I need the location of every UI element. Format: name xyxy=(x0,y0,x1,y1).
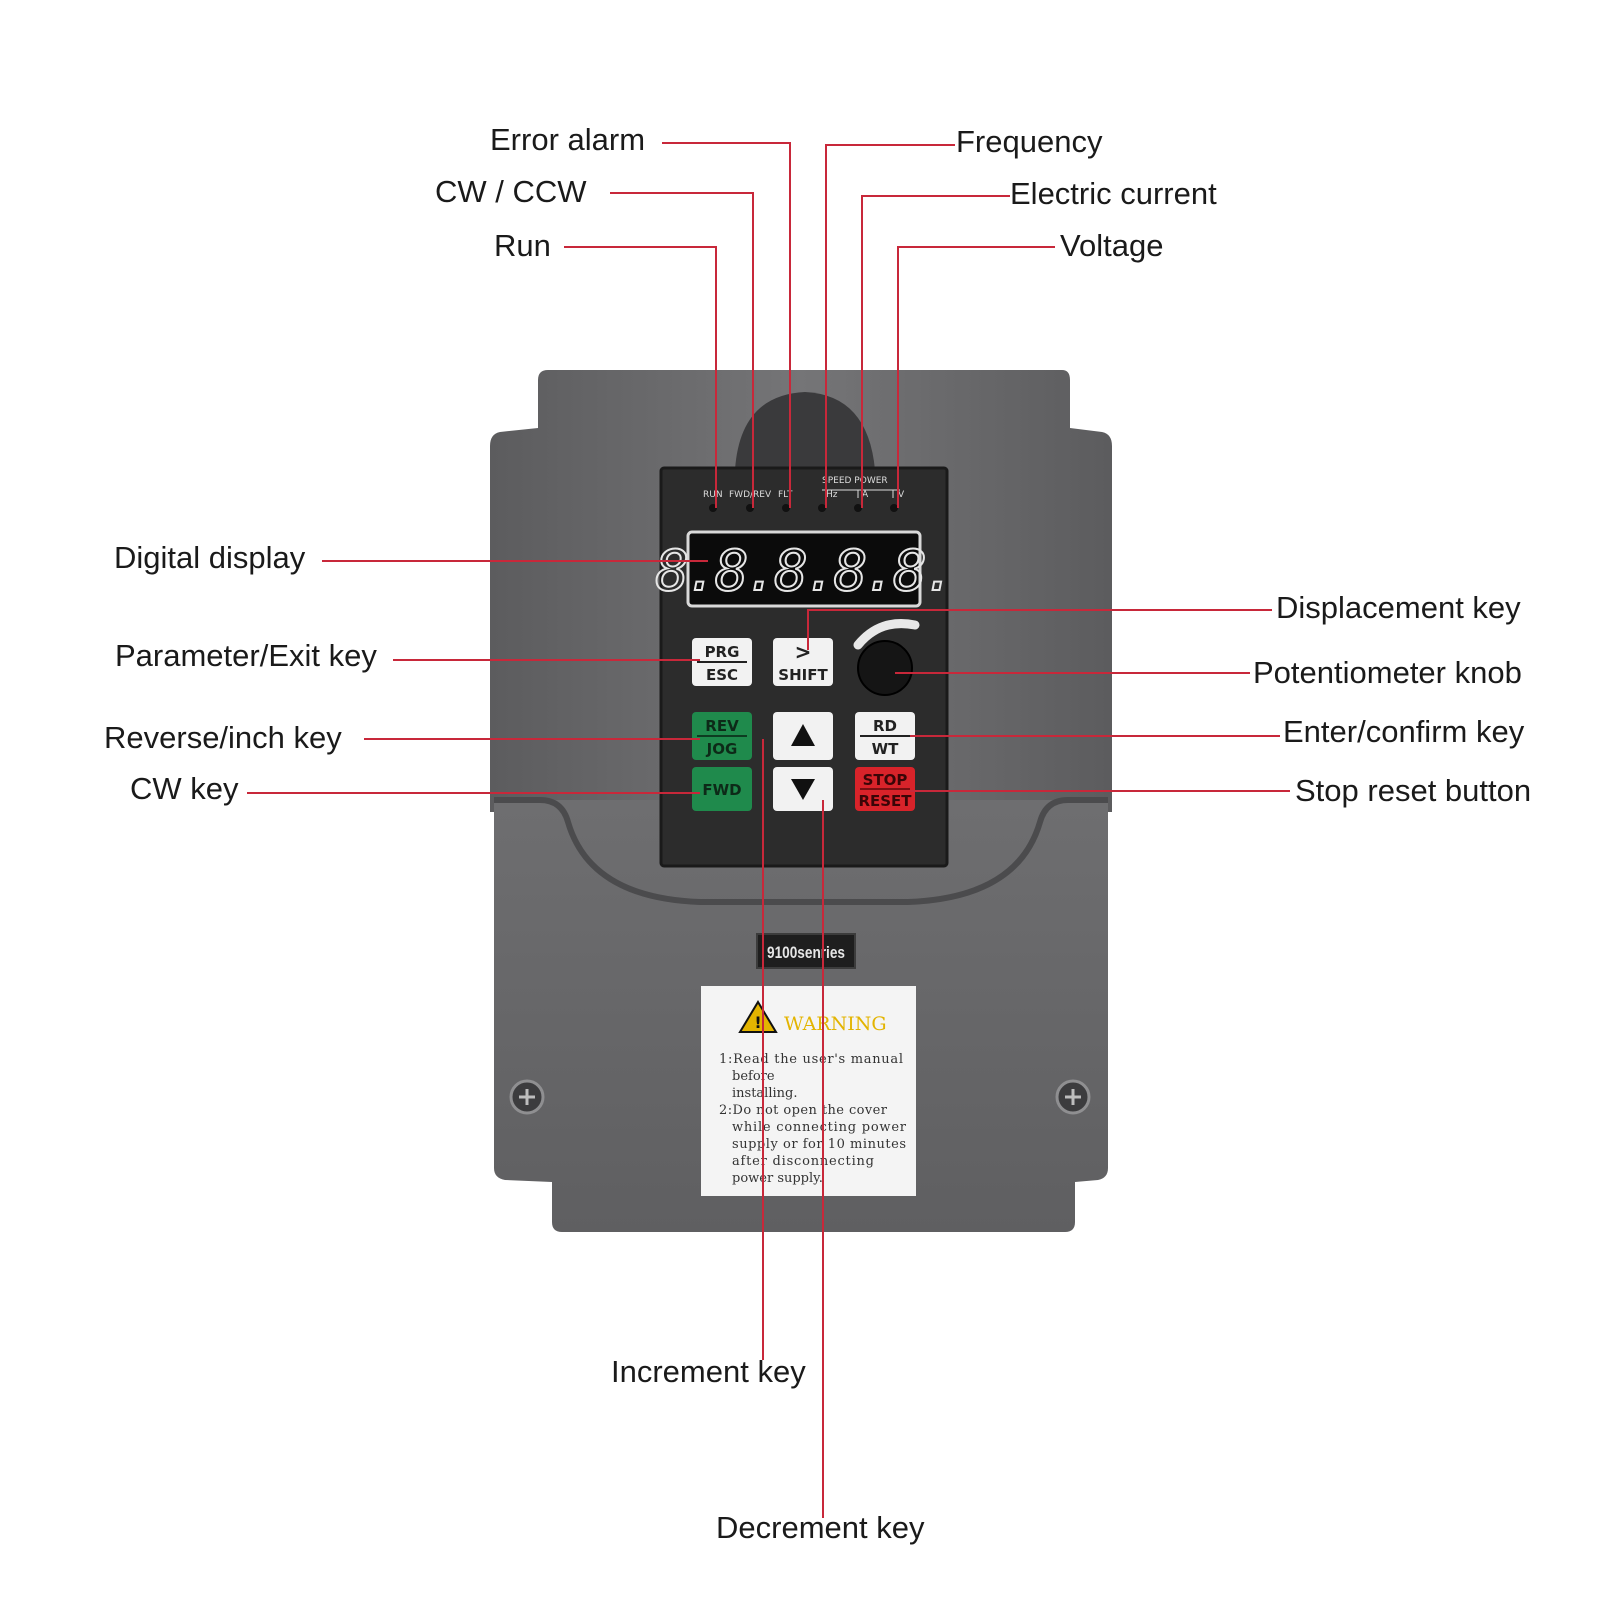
digital-display: 8.8.8.8.8. xyxy=(654,530,958,608)
leader-cw-ccw xyxy=(610,192,754,508)
warning-line-3: installing. xyxy=(732,1086,797,1101)
led-a xyxy=(854,504,862,512)
leader-lines xyxy=(247,142,1290,1518)
warning-line-8: power supply. xyxy=(732,1171,823,1186)
jog-label: JOG xyxy=(706,740,738,758)
screw-left-icon xyxy=(509,1079,545,1115)
led-flt xyxy=(782,504,790,512)
warning-line-4: 2:Do not open the cover xyxy=(719,1103,888,1118)
stop-label: STOP xyxy=(863,771,908,789)
decrement-key[interactable] xyxy=(773,767,833,811)
rev-jog-key[interactable]: REV JOG xyxy=(692,712,752,760)
label-voltage: Voltage xyxy=(1060,228,1164,263)
warning-triangle-icon xyxy=(738,1000,778,1033)
esc-label: ESC xyxy=(706,666,738,684)
fwd-label: FWD xyxy=(702,781,741,799)
label-increment-key: Increment key xyxy=(611,1354,806,1389)
triangle-up-icon xyxy=(791,724,815,746)
screw-right-icon xyxy=(1055,1079,1091,1115)
label-cw-key: CW key xyxy=(130,771,239,806)
led-label-a: A xyxy=(862,490,869,500)
fwd-key[interactable]: FWD xyxy=(692,767,752,811)
led-hz xyxy=(818,504,826,512)
display-readout: 8.8.8.8.8. xyxy=(655,539,952,604)
led-label-hz: Hz xyxy=(826,490,838,500)
led-label-run: RUN xyxy=(703,490,723,500)
led-label-speed-power: SPEED POWER xyxy=(822,476,888,486)
label-frequency: Frequency xyxy=(956,124,1103,159)
label-cw-ccw: CW / CCW xyxy=(435,174,587,209)
led-label-fwd-rev: FWD/REV xyxy=(729,490,772,500)
rev-label: REV xyxy=(705,717,739,735)
increment-key[interactable] xyxy=(773,712,833,760)
label-stop-reset-button: Stop reset button xyxy=(1295,773,1532,808)
warning-line-2: before xyxy=(732,1069,775,1084)
warning-line-6: supply or for 10 minutes xyxy=(732,1137,906,1152)
led-v xyxy=(890,504,898,512)
warning-label: ! WARNING 1:Read the user's manual befor… xyxy=(701,986,916,1196)
warning-title: WARNING xyxy=(784,1013,887,1035)
svg-text:!: ! xyxy=(754,1013,761,1032)
warning-line-1: 1:Read the user's manual xyxy=(719,1052,903,1067)
stop-reset-key[interactable]: STOP RESET xyxy=(855,767,915,811)
label-reverse-inch-key: Reverse/inch key xyxy=(104,720,342,755)
shift-key[interactable]: > SHIFT xyxy=(773,638,833,686)
label-run: Run xyxy=(494,228,551,263)
prg-label: PRG xyxy=(705,643,740,661)
warning-line-5: while connecting power xyxy=(732,1120,907,1135)
label-digital-display: Digital display xyxy=(114,540,306,575)
model-plate: 9100senries xyxy=(756,933,856,969)
leader-run xyxy=(564,246,717,508)
model-plate-text: 9100senries xyxy=(767,943,845,962)
rd-label: RD xyxy=(873,717,897,735)
warning-line-7: after disconnecting xyxy=(732,1154,874,1169)
label-enter-confirm-key: Enter/confirm key xyxy=(1283,714,1525,749)
leader-error-alarm xyxy=(662,142,791,508)
shift-label: SHIFT xyxy=(778,666,828,684)
reset-label: RESET xyxy=(858,792,912,810)
rd-wt-key[interactable]: RD WT xyxy=(855,712,915,760)
led-label-v: V xyxy=(898,490,905,500)
label-parameter-exit-key: Parameter/Exit key xyxy=(115,638,377,673)
label-decrement-key: Decrement key xyxy=(716,1510,925,1545)
leader-electric-current xyxy=(861,195,1010,508)
leader-voltage xyxy=(897,246,1055,508)
triangle-down-icon xyxy=(791,779,815,800)
potentiometer-knob[interactable] xyxy=(853,619,920,696)
label-electric-current: Electric current xyxy=(1010,176,1217,211)
led-label-flt: FLT xyxy=(778,490,793,500)
wt-label: WT xyxy=(872,740,900,758)
label-error-alarm: Error alarm xyxy=(490,122,646,157)
leader-frequency xyxy=(825,144,955,508)
label-potentiometer-knob: Potentiometer knob xyxy=(1253,655,1522,690)
leader-displacement xyxy=(807,609,1272,650)
prg-esc-key[interactable]: PRG ESC xyxy=(692,638,752,686)
label-displacement-key: Displacement key xyxy=(1276,590,1521,625)
